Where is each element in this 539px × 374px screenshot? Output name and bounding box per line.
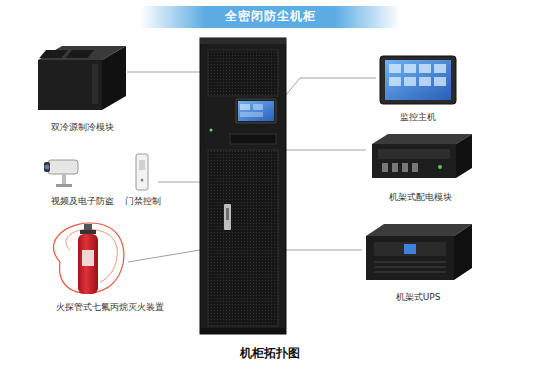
power-distribution-module [372, 134, 472, 178]
component-label: 门禁控制 [125, 196, 161, 207]
component-label: 监控主机 [400, 112, 436, 123]
caption-text: 机柜拓扑图 [240, 346, 300, 360]
title-banner [140, 6, 400, 28]
component-label: 双冷源制冷模块 [51, 122, 114, 133]
component-label: 机架式配电模块 [389, 192, 452, 203]
cabinet [200, 38, 286, 334]
ups [366, 224, 472, 280]
component-label: 火探管式七氟丙烷灭火装置 [56, 302, 164, 313]
door-sensor [136, 154, 148, 190]
component-label: 视频及电子防盗 [51, 196, 114, 207]
monitor-host [380, 56, 456, 104]
title-text: 全密闭防尘机柜 [225, 9, 316, 23]
camera [44, 160, 78, 187]
fire-extinguisher [54, 223, 124, 294]
component-label: 机架式UPS [396, 292, 441, 303]
cooling-module [38, 46, 126, 110]
